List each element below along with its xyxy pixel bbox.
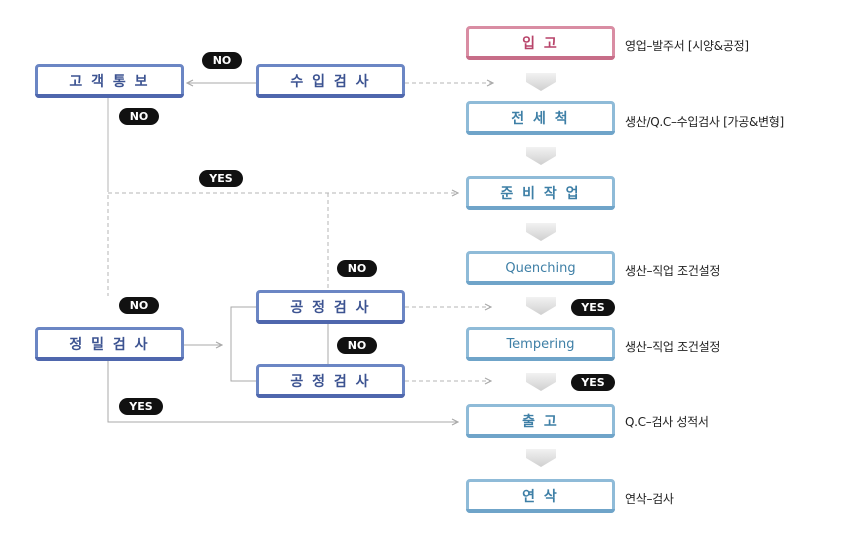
- yes-label: YES: [571, 299, 615, 316]
- shipping-note: Q.C–검사 성적서: [625, 415, 709, 429]
- pre-cleaning-note: 생산/Q.C–수입검사 [가공&변형]: [625, 115, 784, 129]
- process-bracket: [230, 306, 256, 382]
- quenching-note: 생산–직업 조건설정: [625, 264, 721, 278]
- precision-inspection-box: 정 밀 검 사: [35, 327, 184, 361]
- grinding-note: 연삭–검사: [625, 492, 674, 506]
- yes-label: YES: [571, 374, 615, 391]
- no-label: NO: [202, 52, 242, 69]
- receiving-box: 입 고: [466, 26, 615, 60]
- process-inspection-box-1: 공 정 검 사: [256, 290, 405, 324]
- chevron-icon: [526, 147, 556, 165]
- yes-label: YES: [119, 398, 163, 415]
- incoming-inspection-box: 수 입 검 사: [256, 64, 405, 98]
- quenching-box: Quenching: [466, 251, 615, 285]
- shipping-box: 출 고: [466, 404, 615, 438]
- chevron-icon: [526, 297, 556, 315]
- customer-notice-box: 고 객 통 보: [35, 64, 184, 98]
- pre-cleaning-box: 전 세 척: [466, 101, 615, 135]
- no-label: NO: [119, 297, 159, 314]
- no-label: NO: [337, 337, 377, 354]
- chevron-icon: [526, 223, 556, 241]
- grinding-box: 연 삭: [466, 479, 615, 513]
- chevron-icon: [526, 73, 556, 91]
- process-inspection-box-2: 공 정 검 사: [256, 364, 405, 398]
- no-label: NO: [337, 260, 377, 277]
- tempering-box: Tempering: [466, 327, 615, 361]
- flow-chevrons: [526, 73, 556, 467]
- link-precision-to-shipping: [107, 361, 458, 422]
- receiving-note: 영업–발주서 [시양&공정]: [625, 39, 749, 53]
- yes-label: YES: [199, 170, 243, 187]
- prep-work-box: 준 비 작 업: [466, 176, 615, 210]
- no-label: NO: [119, 108, 159, 125]
- chevron-icon: [526, 373, 556, 391]
- chevron-icon: [526, 449, 556, 467]
- tempering-note: 생산–직업 조건설정: [625, 340, 721, 354]
